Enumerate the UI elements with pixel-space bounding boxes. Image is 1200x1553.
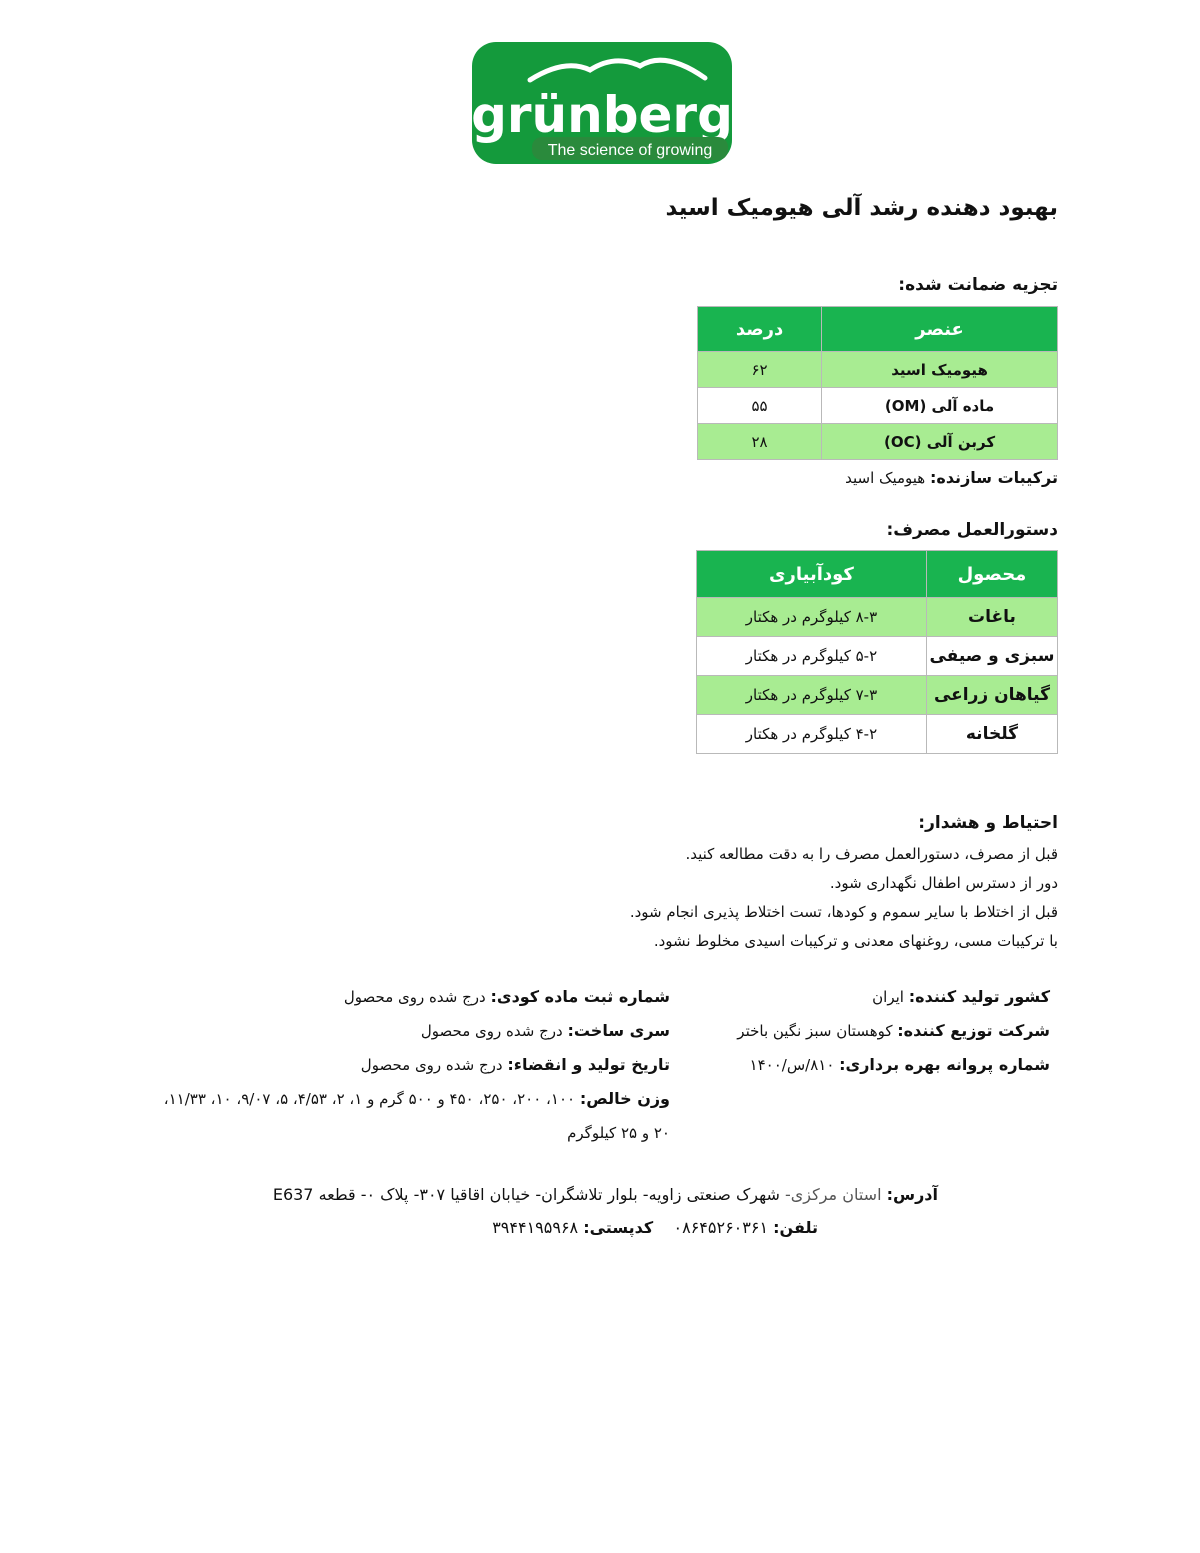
table-row: ماده آلی (OM) ۵۵ [696,387,1058,424]
ingredients-value: هیومیک اسید [845,469,926,487]
analysis-percent: ۶۲ [696,351,823,388]
license-label: شماره پروانه بهره برداری: [839,1055,1050,1074]
batch-line: سری ساخت: درج شده روی محصول [110,1014,670,1048]
weight-line: وزن خالص: ۱۰۰، ۲۰۰، ۲۵۰، ۴۵۰ و ۵۰۰ گرم و… [110,1082,670,1116]
usage-crop: گلخانه [925,714,1059,754]
address-value: شهرک صنعتی زاویه- بلوار تلاشگران- خیابان… [272,1185,780,1204]
ingredients-label: ترکیبات سازنده: [929,468,1058,487]
product-info: شماره ثبت ماده کودی: درج شده روی محصول س… [110,980,670,1150]
product-title: بهبود دهنده رشد آلی هیومیک اسید [665,195,1058,221]
analysis-percent: ۵۵ [696,387,823,424]
license-line: شماره پروانه بهره برداری: ۸۱۰/س/۱۴۰۰ [630,1048,1050,1082]
analysis-element: ماده آلی (OM) [821,387,1058,424]
registration-value: درج شده روی محصول [343,988,486,1006]
table-row: کربن آلی (OC) ۲۸ [696,423,1058,460]
analysis-element: هیومیک اسید [821,351,1058,388]
phone-value: ۰۸۶۴۵۲۶۰۳۶۱ [673,1218,769,1237]
analysis-heading: تجزیه ضمانت شده: [898,275,1058,295]
warning-line: دور از دسترس اطفال نگهداری شود. [829,874,1058,892]
usage-crop: سبزی و صیفی [925,636,1059,676]
batch-value: درج شده روی محصول [420,1022,563,1040]
usage-header-row: محصول کودآبیاری [696,550,1059,598]
weight-line-2: ۲۰ و ۲۵ کیلوگرم [567,1124,670,1142]
table-row: سبزی و صیفی ۵-۲ کیلوگرم در هکتار [696,636,1059,676]
warning-line: قبل از مصرف، دستورالعمل مصرف را به دقت م… [685,845,1058,863]
usage-rate: ۵-۲ کیلوگرم در هکتار [696,636,927,676]
address-line: آدرس: استان مرکزی- شهرک صنعتی زاویه- بلو… [178,1178,938,1211]
distributor-value: کوهستان سبز نگین باختر [737,1022,893,1040]
postal-label: کدپستی: [583,1218,654,1237]
distributor-line: شرکت توزیع کننده: کوهستان سبز نگین باختر [630,1014,1050,1048]
usage-header-crop: محصول [925,550,1059,598]
address-block: آدرس: استان مرکزی- شهرک صنعتی زاویه- بلو… [178,1178,938,1244]
weight-value: ۱۰۰، ۲۰۰، ۲۵۰، ۴۵۰ و ۵۰۰ گرم و ۱، ۲، ۴/۵… [163,1090,576,1108]
table-row: گیاهان زراعی ۷-۳ کیلوگرم در هکتار [696,675,1059,715]
address-label: آدرس: [886,1185,938,1204]
brand-logo: grünberg The science of growing [470,40,734,166]
usage-crop: گیاهان زراعی [925,675,1059,715]
usage-rate: ۸-۳ کیلوگرم در هکتار [696,597,927,637]
usage-heading: دستورالعمل مصرف: [886,520,1058,540]
warnings-heading: احتیاط و هشدار: [918,813,1058,833]
weight-label: وزن خالص: [579,1089,670,1108]
analysis-table: عنصر درصد هیومیک اسید ۶۲ ماده آلی (OM) ۵… [696,306,1058,460]
usage-rate: ۷-۳ کیلوگرم در هکتار [696,675,927,715]
table-row: باغات ۸-۳ کیلوگرم در هکتار [696,597,1059,637]
table-row: هیومیک اسید ۶۲ [696,351,1058,388]
address-province: استان مرکزی- [784,1185,882,1204]
registration-line: شماره ثبت ماده کودی: درج شده روی محصول [110,980,670,1014]
dates-value: درج شده روی محصول [360,1056,503,1074]
usage-rate: ۴-۲ کیلوگرم در هکتار [696,714,927,754]
analysis-percent: ۲۸ [696,423,823,460]
usage-header-fertigation: کودآبیاری [696,550,927,598]
brand-tagline: The science of growing [548,142,713,159]
distributor-label: شرکت توزیع کننده: [897,1021,1050,1040]
brand-name: grünberg [471,86,733,144]
postal-value: ۳۹۴۴۱۹۵۹۶۸ [492,1218,579,1237]
producer-info: کشور تولید کننده: ایران شرکت توزیع کننده… [630,980,1050,1082]
usage-crop: باغات [925,597,1059,637]
batch-label: سری ساخت: [567,1021,670,1040]
usage-table: محصول کودآبیاری باغات ۸-۳ کیلوگرم در هکت… [696,550,1059,754]
country-label: کشور تولید کننده: [908,987,1050,1006]
registration-label: شماره ثبت ماده کودی: [490,987,671,1006]
phone-label: تلفن: [773,1218,818,1237]
contact-line: تلفن: ۰۸۶۴۵۲۶۰۳۶۱ کدپستی: ۳۹۴۴۱۹۵۹۶۸ [178,1211,818,1244]
analysis-element: کربن آلی (OC) [821,423,1058,460]
analysis-header-percent: درصد [696,306,823,352]
license-value: ۸۱۰/س/۱۴۰۰ [749,1056,835,1074]
country-value: ایران [872,988,904,1006]
dates-line: تاریخ تولید و انقضاء: درج شده روی محصول [110,1048,670,1082]
warning-line: با ترکیبات مسی، روغنهای معدنی و ترکیبات … [653,932,1058,950]
dates-label: تاریخ تولید و انقضاء: [507,1055,670,1074]
analysis-header-element: عنصر [821,306,1058,352]
warning-line: قبل از اختلاط با سایر سموم و کودها، تست … [629,903,1058,921]
table-row: گلخانه ۴-۲ کیلوگرم در هکتار [696,714,1059,754]
analysis-header-row: عنصر درصد [696,306,1058,352]
country-line: کشور تولید کننده: ایران [630,980,1050,1014]
ingredients-line: ترکیبات سازنده: هیومیک اسید [358,468,1058,487]
